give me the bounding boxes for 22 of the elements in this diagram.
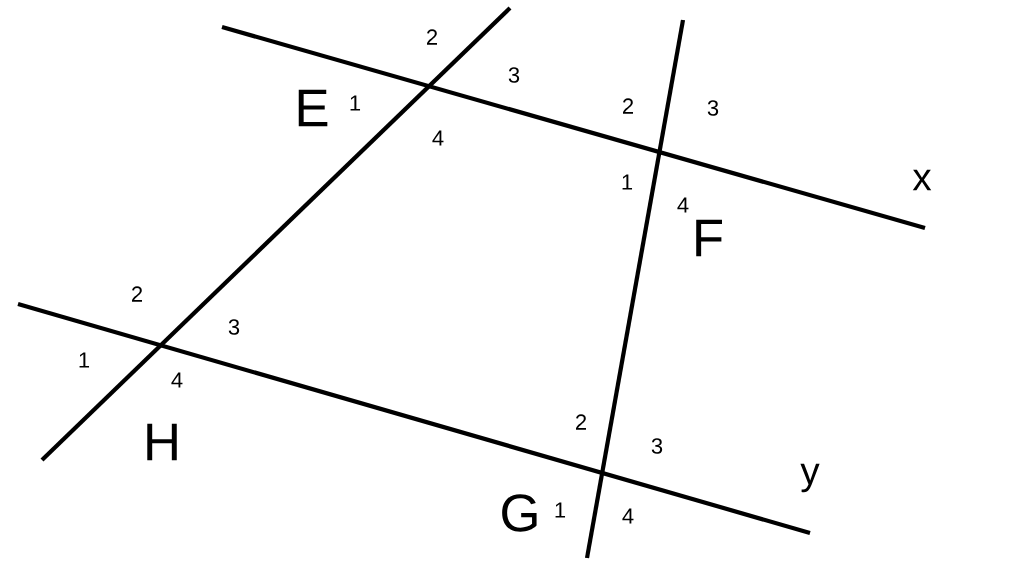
- angle-number: 2: [132, 286, 142, 302]
- point-label: H: [147, 423, 177, 461]
- angle-number: 1: [622, 174, 633, 190]
- point-label: G: [502, 494, 537, 532]
- angle-number: 1: [555, 502, 566, 518]
- angle-number: 3: [707, 100, 719, 116]
- angle-number: 4: [432, 130, 444, 146]
- angle-number: 2: [576, 414, 586, 430]
- line-label: y: [800, 463, 820, 493]
- line-label: x: [912, 169, 932, 191]
- point-label: E: [298, 89, 328, 127]
- angle-number: 3: [228, 319, 240, 335]
- angle-number: 2: [623, 98, 633, 114]
- angle-number: 3: [651, 438, 663, 454]
- angle-number: 4: [677, 197, 689, 213]
- angle-number: 2: [427, 29, 437, 45]
- point-label: F: [696, 219, 722, 257]
- angle-number: 4: [171, 372, 183, 388]
- angle-number: 4: [622, 508, 634, 524]
- angle-number: 3: [508, 67, 520, 83]
- angle-number: 1: [350, 95, 361, 111]
- angle-number: 1: [79, 352, 90, 368]
